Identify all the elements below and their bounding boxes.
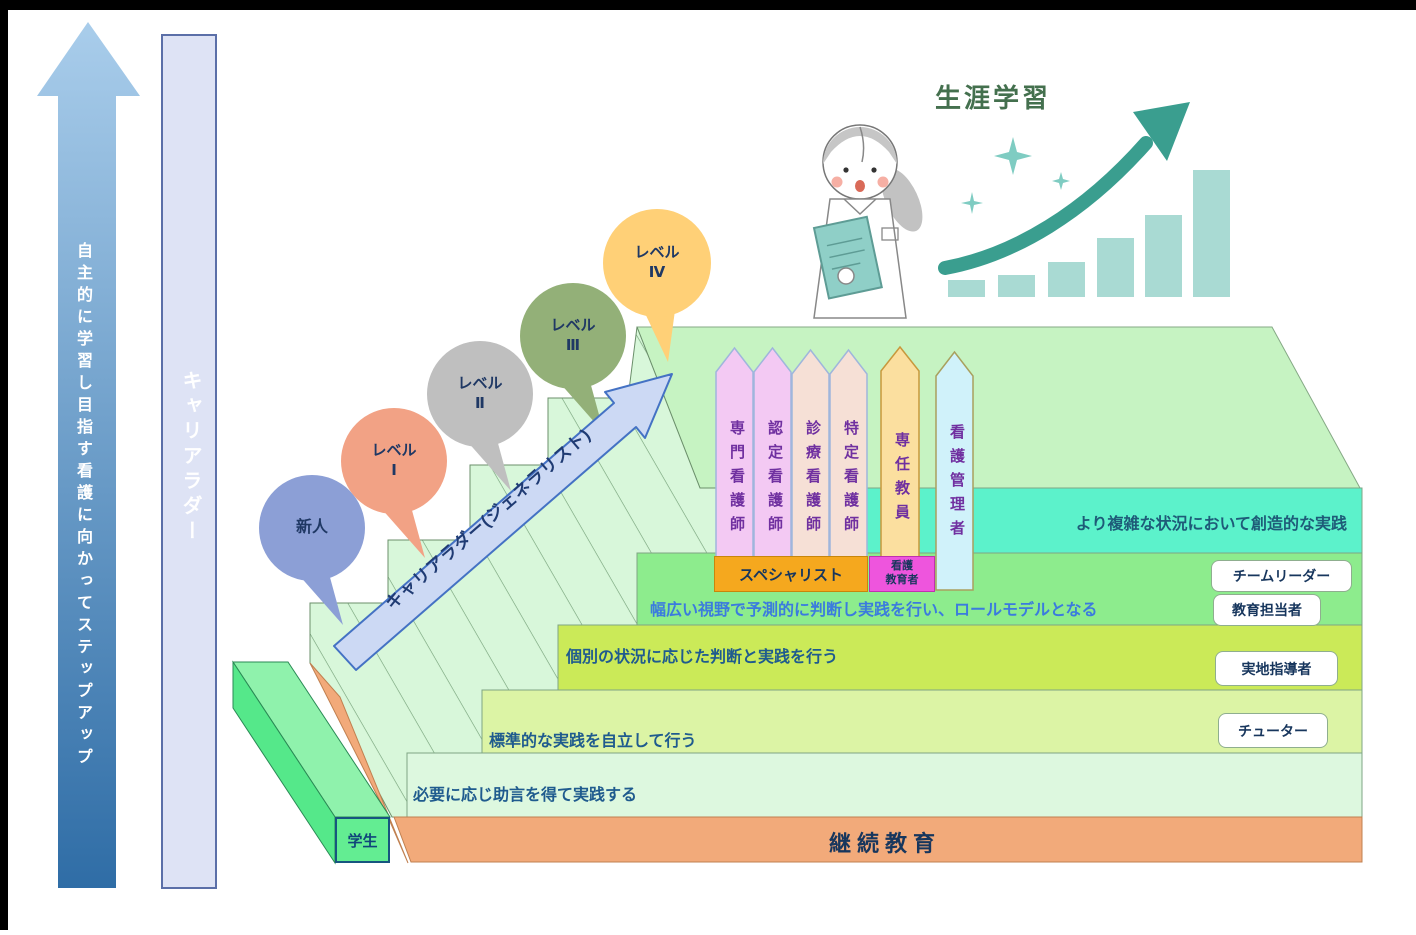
pennant-clinical-nurse-label: 診療看護師	[804, 420, 821, 540]
step3-description: 個別の状況に応じた判断と実践を行う	[566, 649, 839, 666]
student-box: 学生	[335, 817, 390, 863]
role-badge-education-staff: 教育担当者	[1213, 594, 1321, 626]
pennant-certified-nurse	[753, 346, 792, 559]
step4-description: 幅広い視野で予測的に判断し実践を行い、ロールモデルとなる	[650, 602, 1098, 619]
role-badge-field-instructor: 実地指導者	[1215, 651, 1338, 686]
pennant-nurse-manager	[935, 350, 974, 591]
step5-description: より複雑な状況において創造的な実践	[1075, 516, 1347, 533]
sparkle-icons	[961, 137, 1070, 214]
pennant-clinical-nurse	[791, 348, 830, 559]
bubble-level-4	[603, 209, 711, 317]
step1-description: 必要に応じ助言を得て実践する	[413, 787, 638, 804]
bubble-level-2	[427, 341, 533, 447]
bubble-newcomer-label: 新人	[295, 519, 328, 536]
growth-arrow-icon	[938, 102, 1190, 275]
pennant-banners	[715, 345, 974, 591]
career-ladder-bar-text: キャリアラダー	[179, 370, 201, 545]
career-ladder-bar	[161, 34, 217, 889]
pennant-certified-nurse-specialist-label: 専門看護師	[728, 420, 745, 540]
pennant-specified-nurse-label: 特定看護師	[842, 420, 859, 540]
lifelong-learning-title: 生涯学習	[934, 83, 1051, 113]
step2-description: 標準的な実践を自立して行う	[489, 733, 697, 750]
left-frame-bar	[0, 10, 8, 930]
pennant-specified-nurse	[829, 348, 868, 559]
nurse-illustration-icon	[812, 124, 923, 319]
pennant-certified-nurse-label: 認定看護師	[766, 420, 783, 540]
role-badge-tutor: チューター	[1218, 713, 1328, 748]
level-bubbles	[259, 209, 711, 625]
bubble-level-3	[520, 283, 626, 389]
step-face-level1	[406, 752, 1363, 818]
pennant-nurse-manager-label: 看護管理者	[948, 424, 965, 544]
growth-bars	[948, 170, 1230, 297]
role-badge-team-leader: チームリーダー	[1211, 560, 1352, 592]
continuing-education-bar	[393, 816, 1363, 863]
step-up-arrow-text: 自主的に学習し目指す看護に向かってステップアップ	[74, 242, 91, 770]
pennant-dedicated-teacher	[880, 345, 920, 559]
top-frame-bar	[0, 0, 1416, 10]
bubble-newcomer	[259, 475, 365, 581]
continuing-education-label: 継続教育	[828, 831, 941, 856]
nurse-educator-tag: 看護 教育者	[869, 556, 935, 592]
bubble-level-1	[341, 408, 447, 514]
specialist-tag: スペシャリスト	[714, 556, 868, 592]
pennant-dedicated-teacher-label: 専任教員	[893, 432, 910, 528]
base-side-strip	[309, 662, 409, 864]
step-up-arrow	[37, 22, 140, 888]
generalist-arrow	[333, 373, 673, 671]
pennant-certified-nurse-specialist	[715, 346, 754, 559]
step-face-level2	[481, 689, 1363, 754]
